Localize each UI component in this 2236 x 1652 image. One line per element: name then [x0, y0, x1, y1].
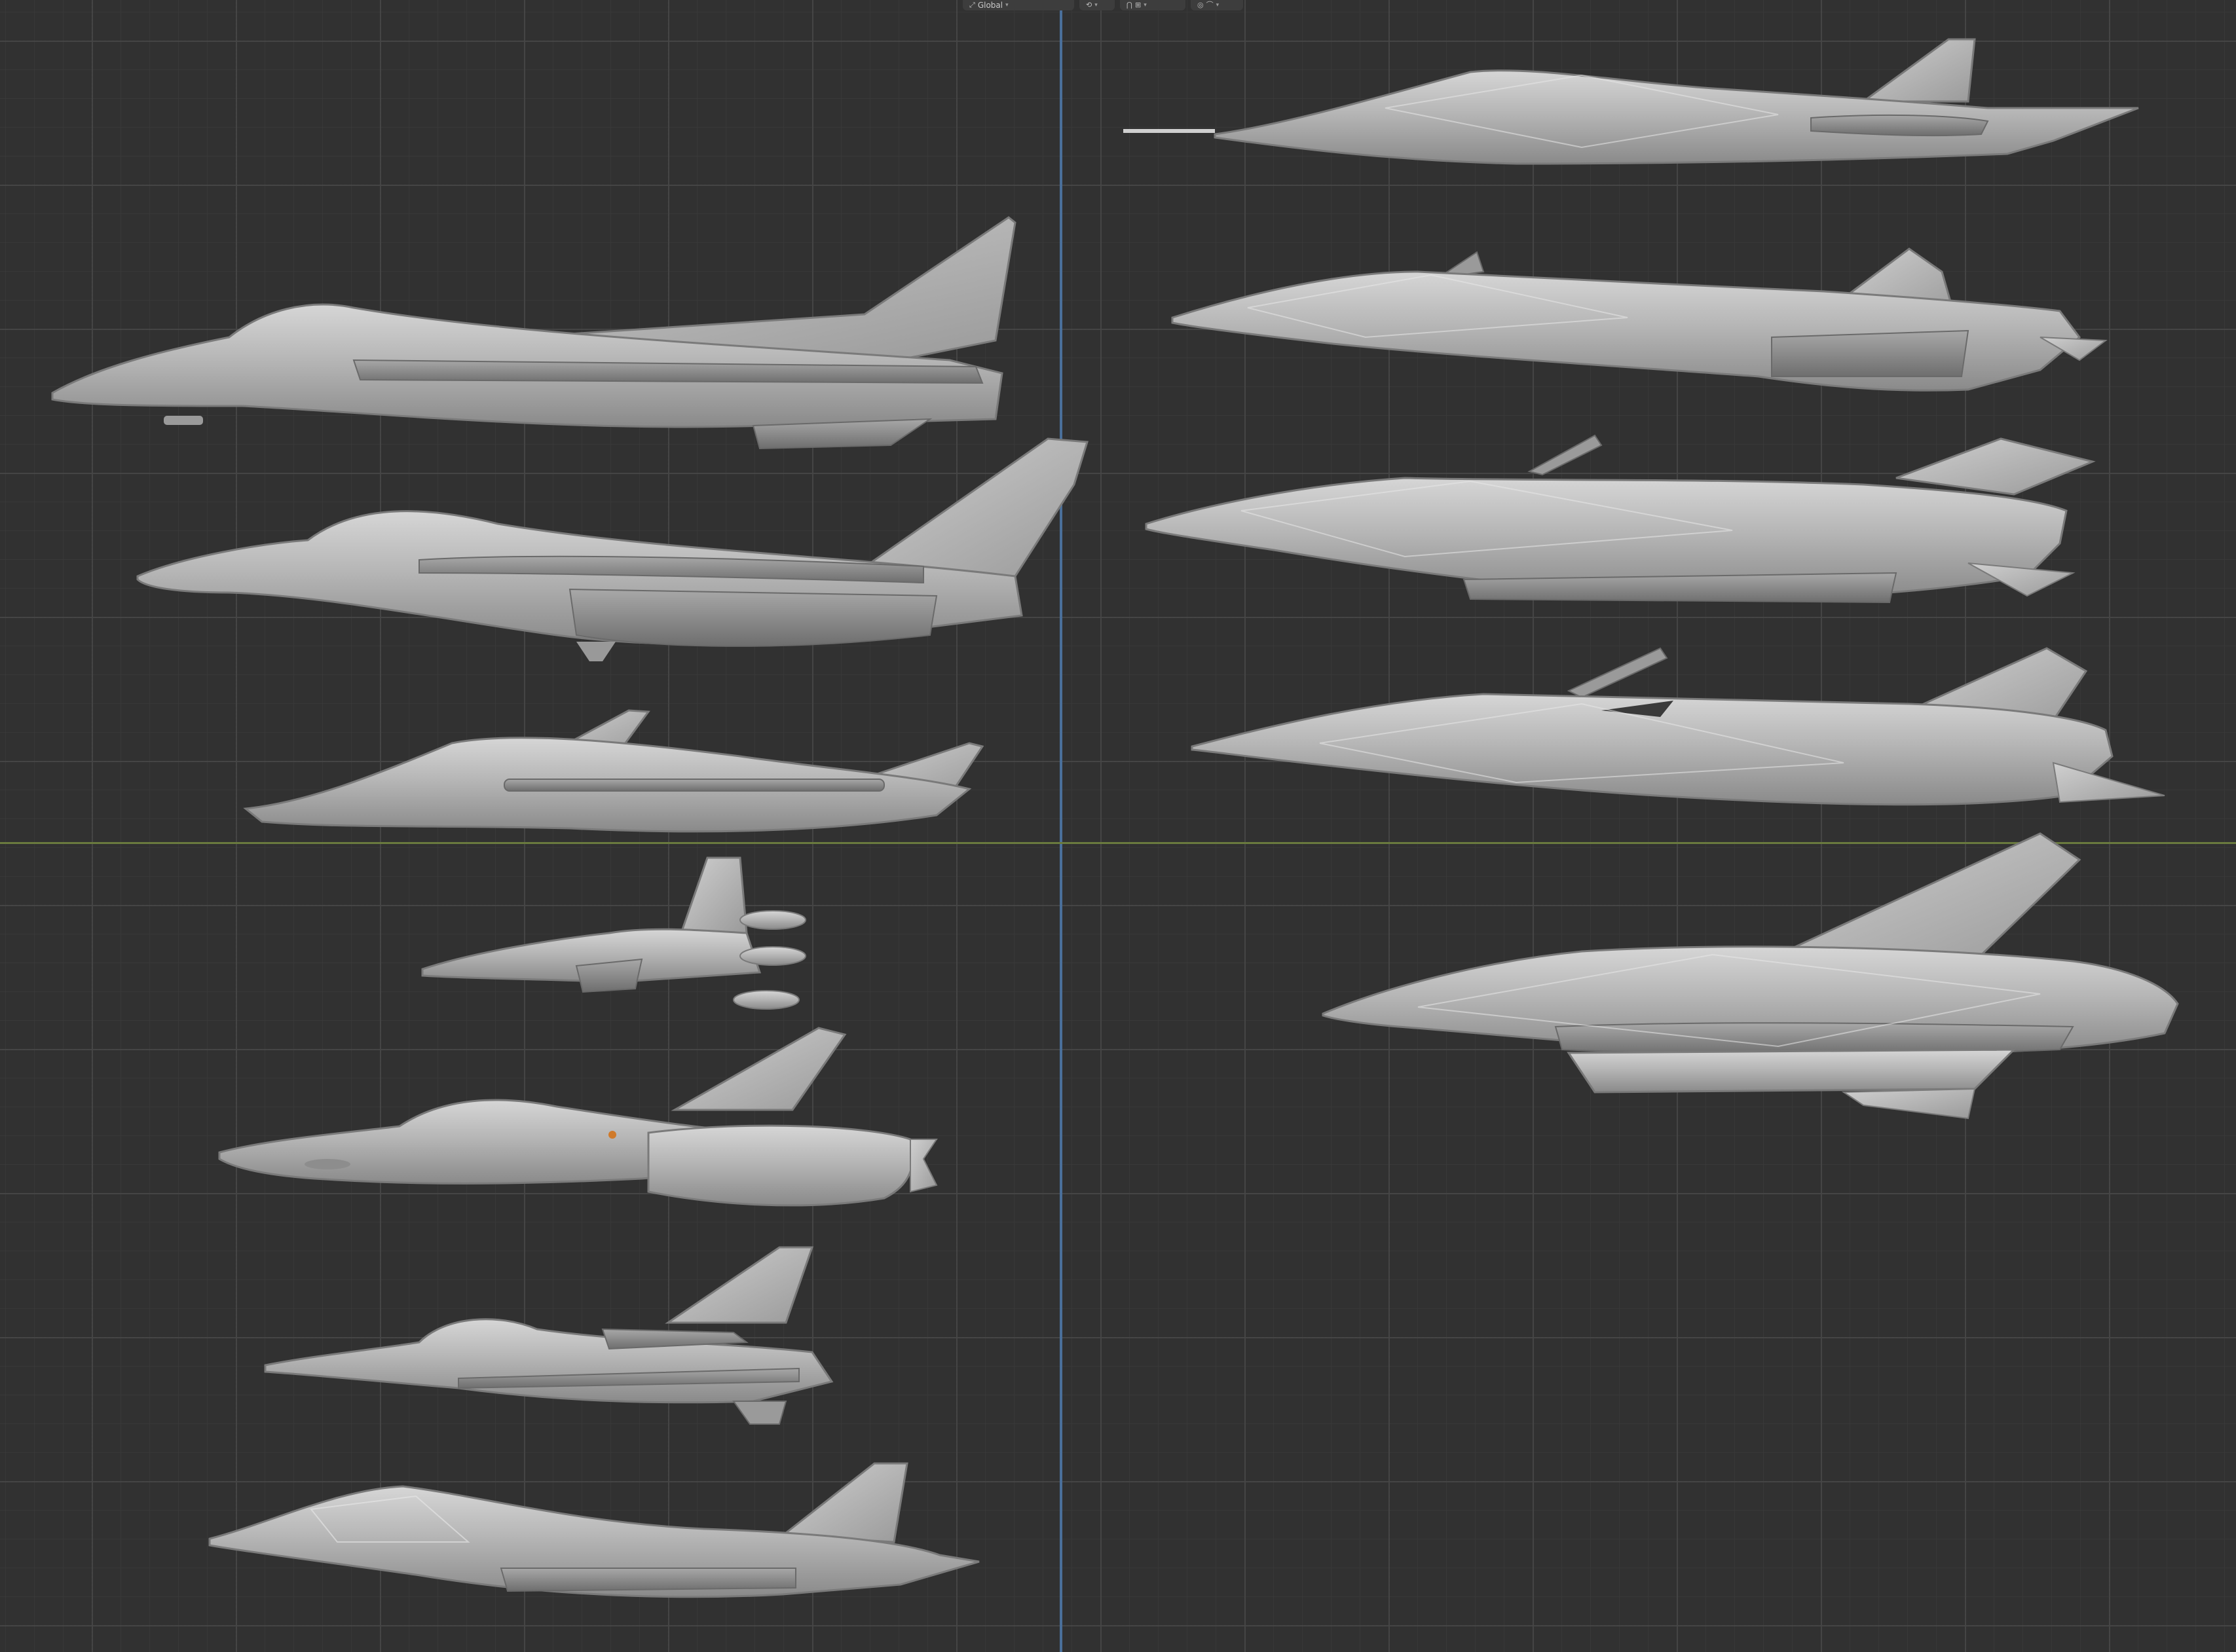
jet-model-6[interactable]: [262, 1244, 838, 1427]
side-rail: [419, 555, 924, 584]
engine-nacelle: [500, 1568, 796, 1592]
refuel-probe: [1527, 434, 1603, 476]
snap-toggle[interactable]: ⋂ ⊞ ▾: [1120, 0, 1185, 10]
fuselage: [1214, 69, 2139, 165]
fuselage: [1145, 477, 2068, 599]
tail-fin: [1895, 437, 2096, 496]
chevron-down-icon: ▾: [1216, 2, 1220, 9]
tail-fin: [1778, 832, 2081, 963]
proportional-edit-icon: ◎: [1197, 1, 1204, 9]
ventral-fin: [752, 418, 933, 450]
chevron-down-icon: ▾: [1144, 2, 1147, 9]
engine-pod: [1810, 114, 1989, 137]
fuselage: [421, 928, 762, 983]
falloff-icon: ⌒: [1206, 1, 1214, 9]
booster-nozzle: [910, 1139, 938, 1193]
jet-model-3[interactable]: [242, 704, 984, 841]
wireframe-edges: [1247, 274, 1628, 339]
intake: [575, 958, 643, 993]
y-axis-line: [1060, 0, 1062, 1652]
jet-model-4[interactable]: [419, 854, 812, 1012]
engine-nacelle: [1771, 329, 1969, 377]
canopy-glass: [1601, 701, 1673, 717]
jet-model-5[interactable]: [216, 1021, 943, 1224]
proportional-edit-toggle[interactable]: ◎ ⌒ ▾: [1191, 0, 1243, 10]
pod-upper: [739, 910, 806, 930]
jet-model-2[interactable]: [131, 426, 1100, 674]
wireframe-edges: [1385, 74, 1779, 149]
intake: [568, 588, 938, 647]
wireframe-edges: [1240, 480, 1733, 558]
booster-pack: [647, 1124, 914, 1207]
wireframe-edges: [1319, 703, 1844, 784]
tail-fin: [1860, 38, 1976, 103]
intake-vent: [305, 1159, 350, 1169]
ventral-strake: [576, 642, 616, 661]
jet-model-1[interactable]: [46, 210, 1028, 458]
chevron-down-icon: ▾: [1094, 2, 1098, 9]
wing-glove: [352, 359, 984, 384]
wireframe-edges: [1417, 953, 2041, 1048]
snap-magnet-icon: ⋂: [1127, 1, 1133, 9]
snap-grid-icon: ⊞: [1135, 1, 1142, 9]
refuel-probe: [1567, 647, 1668, 699]
jet-model-10[interactable]: [1143, 432, 2099, 629]
chevron-down-icon: ▾: [1005, 2, 1009, 9]
jet-model-7[interactable]: [206, 1457, 992, 1614]
x-axis-line: [0, 842, 2236, 844]
tail-fin: [779, 1462, 908, 1543]
pivot-point-icon: ⟲: [1086, 1, 1092, 9]
tail-fin: [848, 437, 1089, 578]
tail-fin: [679, 856, 748, 934]
landing-gear-door: [164, 416, 203, 425]
orientation-axes-icon: ⤢: [969, 1, 975, 9]
stabilator: [2052, 762, 2165, 803]
fuselage: [1191, 693, 2114, 806]
fuselage: [264, 1318, 834, 1404]
weapon-pod: [504, 779, 885, 792]
ventral-tank: [1463, 572, 1897, 604]
wireframe-edges: [310, 1495, 470, 1543]
tail-fin: [665, 1246, 814, 1324]
viewport-header: ⤢ Global ▾ ⟲ ▾ ⋂ ⊞ ▾ ◎ ⌒ ▾: [963, 0, 1243, 12]
jet-model-9[interactable]: [1169, 246, 2112, 396]
transform-orientation-dropdown[interactable]: ⤢ Global ▾: [963, 0, 1074, 10]
jet-model-11[interactable]: [1189, 645, 2171, 822]
ventral-fin: [732, 1401, 787, 1425]
jet-model-8[interactable]: [1123, 36, 2145, 174]
jet-model-12[interactable]: [1320, 830, 2197, 1122]
pod-middle: [739, 946, 806, 966]
tail-fin: [671, 1027, 847, 1111]
pivot-point-dropdown[interactable]: ⟲ ▾: [1079, 0, 1115, 10]
weapon-rail: [458, 1367, 800, 1389]
pod-lower: [733, 990, 800, 1010]
transform-orientation-label: Global: [977, 1, 1003, 10]
ventral-fin: [1841, 1088, 1976, 1120]
wing-lower: [1567, 1048, 2017, 1093]
marker-light: [608, 1131, 616, 1139]
stabilator: [1967, 562, 2076, 597]
canopy-frame: [601, 1328, 749, 1350]
stabilator: [2040, 337, 2108, 361]
pitot-probe: [1123, 129, 1215, 133]
